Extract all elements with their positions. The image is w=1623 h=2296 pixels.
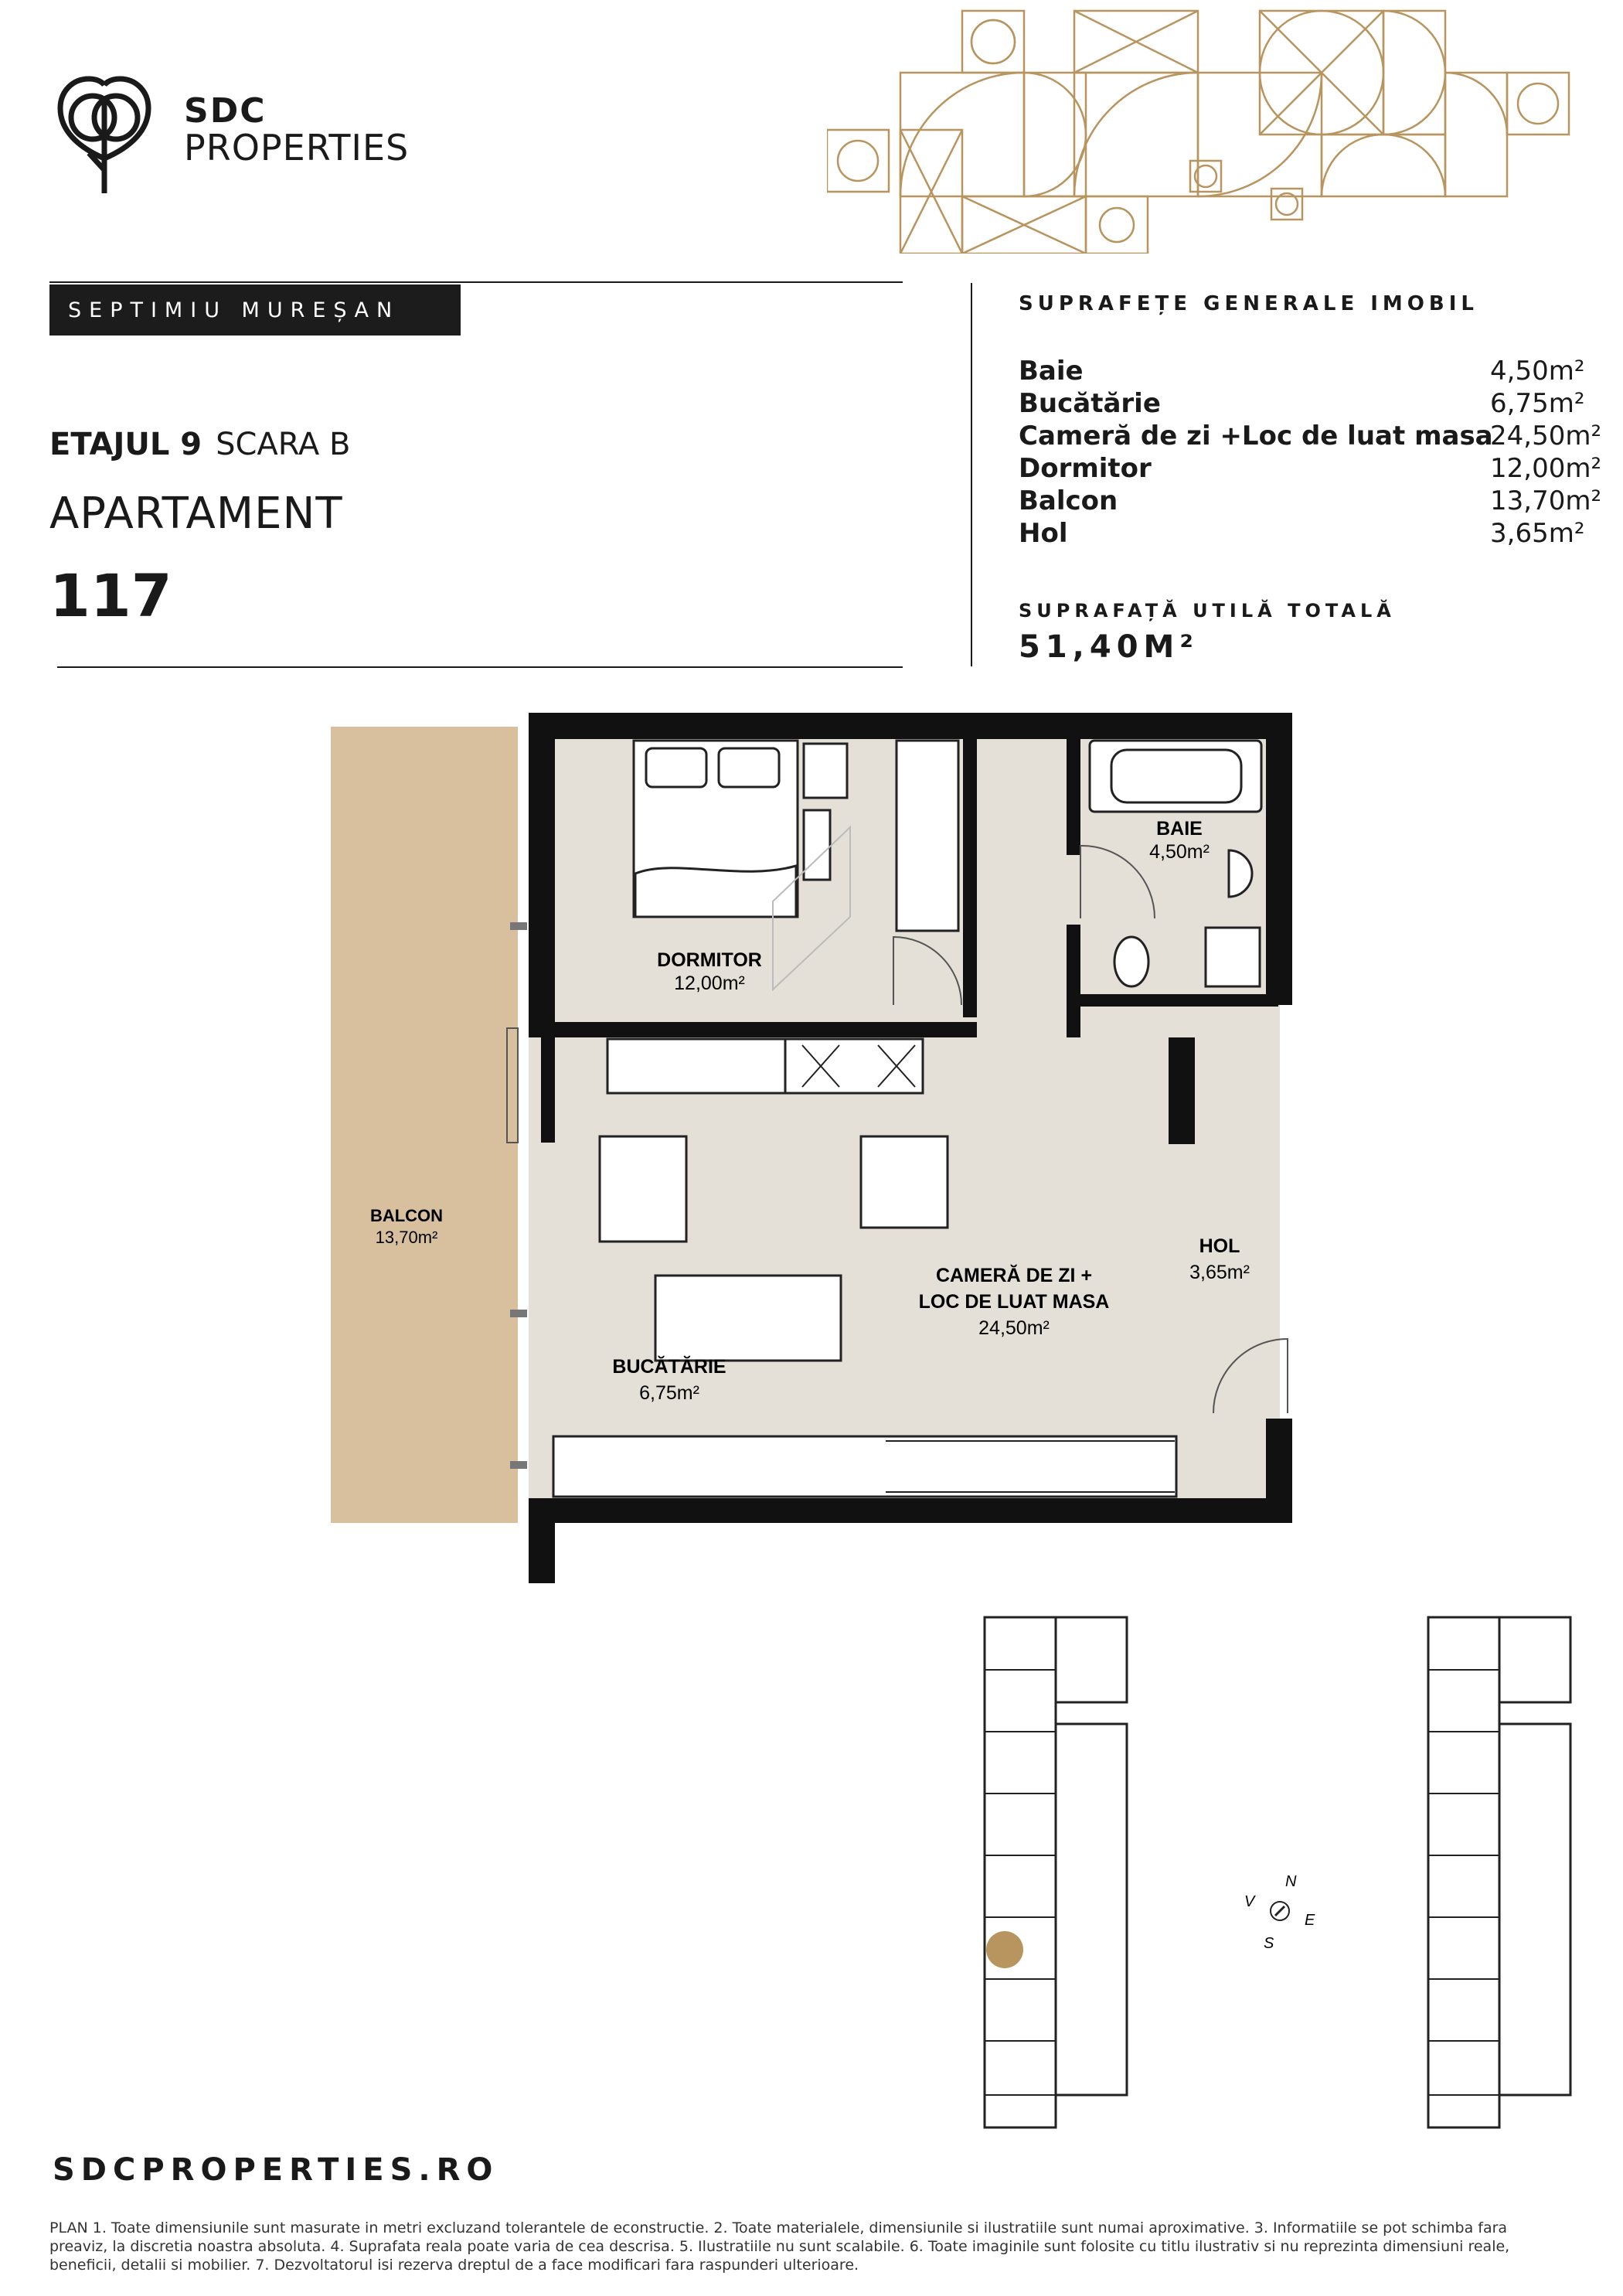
header-top-rule xyxy=(49,281,903,283)
room-name: Dormitor xyxy=(1019,453,1152,484)
floor-label: ETAJUL 9 xyxy=(49,427,202,462)
room-name: Balcon xyxy=(1019,485,1118,516)
apartment-number: 117 xyxy=(49,561,172,630)
label-camera-line2: LOC DE LUAT MASA xyxy=(919,1291,1110,1313)
room-area: 4,50m² xyxy=(1490,356,1585,387)
compass-icon xyxy=(1270,1901,1290,1921)
room-name: Bucătărie xyxy=(1019,388,1161,419)
label-balcon: BALCON xyxy=(370,1206,443,1225)
room-area: 3,65m² xyxy=(1490,518,1585,549)
label-hol: HOL xyxy=(1199,1235,1240,1257)
summary-row-baie: Baie 4,50m² xyxy=(1019,356,1606,388)
building-key-plan: N E S V xyxy=(983,1616,1572,2129)
room-area: 13,70m² xyxy=(1490,485,1602,516)
label-baie-area: 4,50m² xyxy=(1149,841,1210,863)
room-area: 24,50m² xyxy=(1490,421,1602,451)
brand-logo-icon xyxy=(57,76,151,193)
balcony-area xyxy=(331,727,518,1523)
brand-name-line1: SDC xyxy=(184,91,267,131)
website-link[interactable]: SDCPROPERTIES.RO xyxy=(53,2152,499,2188)
label-dormitor: DORMITOR xyxy=(657,949,762,971)
disclaimer-text: PLAN 1. Toate dimensiunile sunt masurate… xyxy=(49,2219,1510,2274)
label-baie: BAIE xyxy=(1156,818,1203,840)
room-area: 6,75m² xyxy=(1490,388,1585,419)
room-area: 12,00m² xyxy=(1490,453,1602,484)
room-name: Hol xyxy=(1019,518,1068,549)
summary-row-hol: Hol 3,65m² xyxy=(1019,518,1606,550)
summary-title: SUPRAFEȚE GENERALE IMOBIL xyxy=(1019,292,1478,315)
label-bucatarie: BUCĂTĂRIE xyxy=(612,1355,726,1378)
label-camera-line1: CAMERĂ DE ZI + xyxy=(936,1264,1092,1286)
decorative-pattern-icon xyxy=(827,9,1570,254)
label-balcon-area: 13,70m² xyxy=(376,1228,438,1247)
label-camera-area: 24,50m² xyxy=(978,1317,1050,1339)
brand-name-line2: PROPERTIES xyxy=(184,127,410,169)
floor-plan: DORMITOR 12,00m² BAIE 4,50m² BALCON 13,7… xyxy=(331,713,1292,1583)
summary-row-dormitor: Dormitor 12,00m² xyxy=(1019,453,1606,485)
summary-row-bucatarie: Bucătărie 6,75m² xyxy=(1019,388,1606,421)
label-bucatarie-area: 6,75m² xyxy=(639,1382,699,1404)
compass-s: S xyxy=(1264,1935,1274,1952)
summary-divider xyxy=(971,283,972,666)
compass-e: E xyxy=(1305,1912,1315,1929)
room-name: Cameră de zi +Loc de luat masa xyxy=(1019,421,1493,451)
project-name-banner: SEPTIMIU MUREȘAN xyxy=(49,284,461,336)
compass-v: V xyxy=(1244,1893,1256,1910)
room-name: Baie xyxy=(1019,356,1084,387)
label-dormitor-area: 12,00m² xyxy=(674,973,745,994)
stair-label: SCARA B xyxy=(216,427,351,462)
apartment-label: APARTAMENT xyxy=(49,489,343,539)
total-area-title: SUPRAFAȚĂ UTILĂ TOTALĂ xyxy=(1019,600,1396,622)
compass-n: N xyxy=(1285,1873,1297,1890)
summary-row-balcon: Balcon 13,70m² xyxy=(1019,485,1606,518)
label-hol-area: 3,65m² xyxy=(1189,1262,1250,1283)
apartment-location-marker xyxy=(986,1931,1023,1968)
total-area-value: 51,40M² xyxy=(1019,629,1199,665)
header-bottom-rule xyxy=(57,666,903,668)
floor-and-stair: ETAJUL 9 SCARA B xyxy=(49,427,350,462)
